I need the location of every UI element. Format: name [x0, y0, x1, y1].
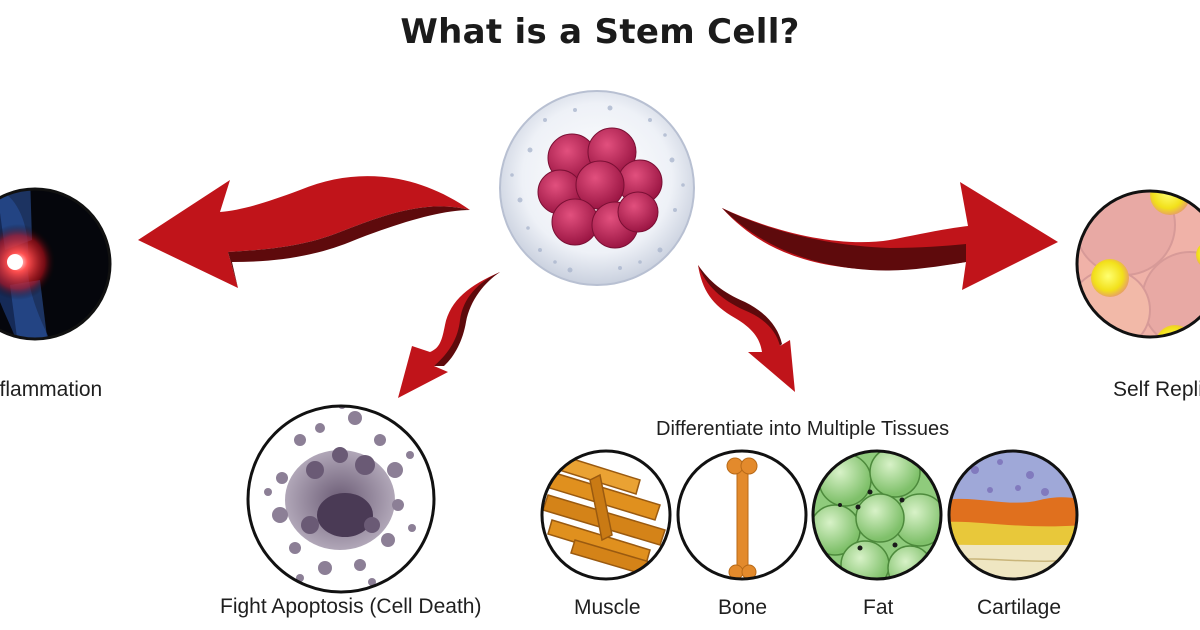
cartilage-tissue-image	[947, 449, 1079, 581]
arrow-down-differentiate	[698, 265, 795, 392]
muscle-label: Muscle	[574, 596, 641, 619]
fat-tissue-image	[811, 449, 943, 581]
arrow-down-apoptosis	[398, 272, 500, 398]
inflammation-knee-image	[0, 187, 112, 341]
arrow-right-self-replication	[722, 182, 1058, 290]
fat-label: Fat	[863, 596, 894, 619]
self-replication-image	[1075, 189, 1200, 339]
apoptosis-cell-image	[246, 404, 436, 594]
apoptosis-label: Fight Apoptosis (Cell Death)	[220, 595, 482, 618]
muscle-tissue-image	[540, 449, 672, 581]
inflammation-label: Inflammation	[0, 378, 103, 401]
page-title: What is a Stem Cell?	[400, 12, 800, 52]
bone-label: Bone	[718, 596, 768, 619]
differentiate-label: Differentiate into Multiple Tissues	[656, 418, 950, 440]
cartilage-label: Cartilage	[977, 596, 1062, 619]
stem-cell-image	[499, 90, 695, 286]
bone-tissue-image	[676, 449, 808, 581]
arrow-left-inflammation	[138, 176, 470, 288]
self-replication-label: Self Replication	[1113, 378, 1200, 401]
